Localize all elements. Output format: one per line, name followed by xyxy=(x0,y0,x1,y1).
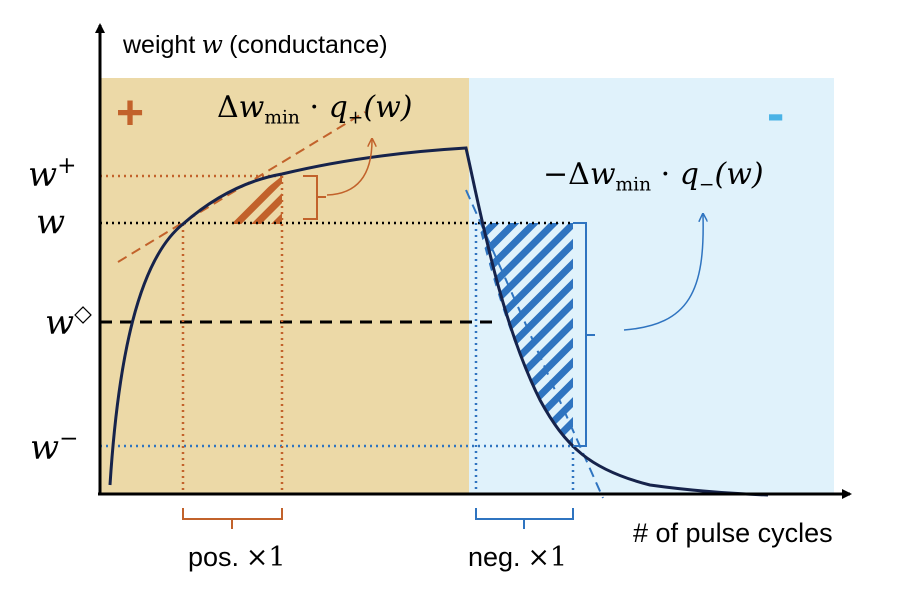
neg-formula-q: q xyxy=(679,157,699,192)
pos-pulse-times: ×1 xyxy=(245,542,286,573)
pos-pulse-label: pos. ×1 xyxy=(188,542,286,573)
pos-pulse-text: pos. xyxy=(188,542,240,572)
pos-formula-dot: · xyxy=(309,90,320,125)
pos-formula-q: q xyxy=(328,90,348,125)
neg-formula-w: w xyxy=(589,157,616,192)
neg-formula-q-sub: − xyxy=(698,174,715,196)
pos-formula-delta: Δ xyxy=(217,90,239,125)
y-axis-title: weight w (conductance) xyxy=(123,32,388,58)
neg-pulse-times: ×1 xyxy=(527,542,568,573)
w-minus-sup: − xyxy=(59,426,79,452)
x-axis-title: # of pulse cycles xyxy=(633,518,833,548)
positive-region xyxy=(100,78,469,494)
w-sym-label: w◇ xyxy=(45,301,92,343)
neg-formula-min: min xyxy=(615,174,652,196)
neg-pointer-arrow xyxy=(623,215,703,331)
neg-formula-sign: − xyxy=(543,157,569,192)
y-axis-title-var: w xyxy=(201,30,223,59)
pos-pointer-arrow xyxy=(326,140,372,196)
w-plus-base: w xyxy=(28,154,58,195)
w-label: w xyxy=(36,202,66,242)
pos-pulse-bracket xyxy=(182,508,283,529)
minus-sign: - xyxy=(767,85,785,143)
w-sym-base: w xyxy=(45,302,75,343)
negative-hatched-area xyxy=(478,223,573,446)
pos-formula-arg: (w) xyxy=(363,90,413,125)
y-axis-title-suffix: (conductance) xyxy=(229,31,388,59)
weight-curve xyxy=(108,146,769,497)
pos-formula-min: min xyxy=(264,107,300,129)
pos-formula-w: w xyxy=(238,90,265,125)
neg-pulse-text: neg. xyxy=(468,542,521,572)
neg-pulse-label: neg. ×1 xyxy=(468,542,568,573)
w-plus-label: w+ xyxy=(28,153,77,195)
neg-formula-delta: Δ xyxy=(568,157,590,192)
pos-delta-bracket xyxy=(303,175,326,220)
negative-update-formula: −Δwmin · q−(w) xyxy=(543,160,764,195)
neg-formula-arg: (w) xyxy=(714,157,764,192)
w-minus-label: w− xyxy=(30,426,79,468)
plus-sign: + xyxy=(116,87,145,140)
neg-delta-bracket xyxy=(573,222,595,447)
w-plus-sup: + xyxy=(57,153,77,179)
w-sym-sup: ◇ xyxy=(74,301,92,327)
y-axis-title-prefix: weight xyxy=(123,31,196,59)
positive-hatched-area xyxy=(222,176,282,224)
w-minus-base: w xyxy=(30,427,60,468)
neg-pulse-bracket xyxy=(475,508,574,529)
pos-formula-q-sub: + xyxy=(347,107,364,129)
positive-update-formula: Δwmin · q+(w) xyxy=(217,93,412,128)
neg-formula-dot: · xyxy=(660,157,671,192)
